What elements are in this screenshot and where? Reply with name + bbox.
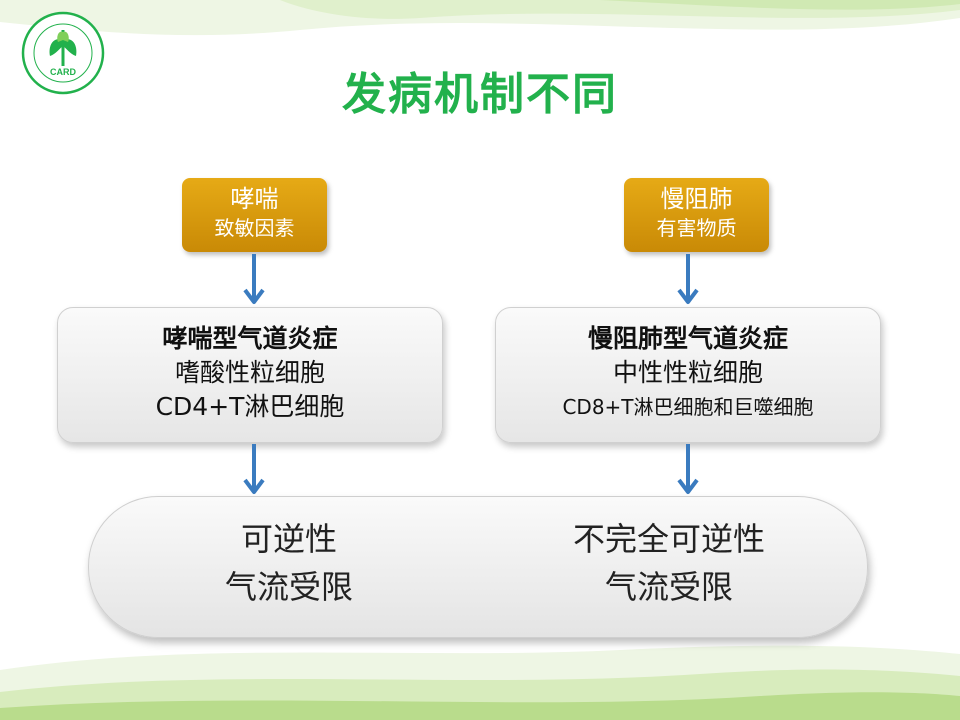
arrow-down-icon [243, 254, 265, 304]
logo-text: CARD [50, 67, 76, 77]
arrow-down-icon [677, 254, 699, 304]
card-logo: CARD [21, 11, 105, 95]
copd-outcome-line1: 不完全可逆性 [572, 520, 765, 558]
copd-cause-subtitle: 有害物质 [656, 216, 737, 240]
copd-inflammation-line1: 中性性粒细胞 [612, 358, 763, 387]
page-title: 发病机制不同 [342, 69, 618, 120]
outcome-box: 可逆性 气流受限 不完全可逆性 气流受限 [88, 496, 868, 638]
asthma-cause-subtitle: 致敏因素 [214, 216, 295, 240]
bottom-wave-decoration [0, 645, 960, 720]
copd-inflammation-heading: 慢阻肺型气道炎症 [587, 324, 788, 353]
asthma-outcome-line2: 气流受限 [224, 568, 353, 606]
asthma-cause-title: 哮喘 [230, 185, 279, 213]
asthma-inflammation-line2: CD4+T淋巴细胞 [155, 392, 345, 421]
asthma-inflammation-box: 哮喘型气道炎症 嗜酸性粒细胞 CD4+T淋巴细胞 [57, 307, 443, 443]
copd-cause-box: 慢阻肺 有害物质 [624, 178, 769, 252]
asthma-outcome: 可逆性 气流受限 [169, 515, 409, 611]
arrow-down-icon [677, 444, 699, 494]
copd-outcome-line2: 气流受限 [604, 568, 733, 606]
arrow-down-icon [243, 444, 265, 494]
asthma-inflammation-heading: 哮喘型气道炎症 [162, 324, 338, 353]
copd-outcome: 不完全可逆性 气流受限 [519, 515, 819, 611]
top-wave-decoration [0, 0, 960, 36]
copd-inflammation-box: 慢阻肺型气道炎症 中性性粒细胞 CD8+T淋巴细胞和巨噬细胞 [495, 307, 881, 443]
copd-inflammation-line2: CD8+T淋巴细胞和巨噬细胞 [562, 395, 814, 419]
copd-cause-title: 慢阻肺 [660, 185, 733, 213]
asthma-cause-box: 哮喘 致敏因素 [182, 178, 327, 252]
asthma-outcome-line1: 可逆性 [240, 520, 337, 558]
asthma-inflammation-line1: 嗜酸性粒细胞 [174, 358, 325, 387]
